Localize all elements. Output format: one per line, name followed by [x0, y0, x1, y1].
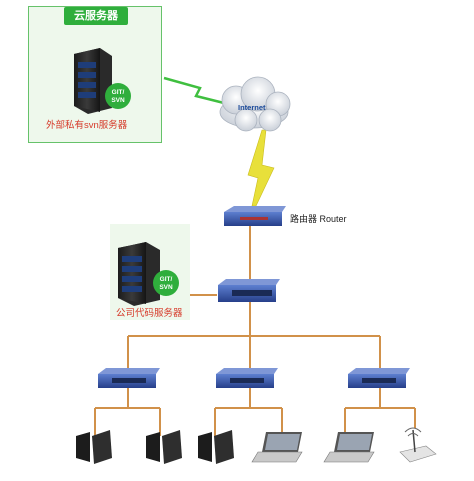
internet-cloud-icon: [219, 76, 291, 132]
wireless-ap-icon: [399, 427, 437, 463]
company-server-badge: GIT/ SVN: [153, 276, 179, 291]
cloud-server-title: 云服务器: [64, 7, 128, 25]
access-switch-left-icon: [98, 368, 160, 388]
desktop-pc-icon: [198, 430, 234, 464]
badge-line: SVN: [159, 283, 173, 291]
laptop-icon: [323, 432, 375, 463]
badge-line: SVN: [111, 96, 125, 104]
desktop-pc-icon: [146, 430, 182, 464]
badge-line: GIT/: [159, 276, 173, 283]
wan-link: [247, 129, 275, 207]
cloud-server-badge: GIT/ SVN: [105, 89, 131, 104]
laptop-icon: [251, 432, 303, 463]
router-icon: [224, 206, 286, 226]
company-server-label: 公司代码服务器: [116, 308, 183, 319]
core-switch-icon: [218, 279, 280, 302]
wired-links: [94, 226, 416, 436]
cloud-server-icon: [74, 48, 131, 114]
cloud-server-label: 外部私有svn服务器: [46, 120, 128, 131]
internet-label: Internet: [238, 103, 266, 112]
company-server-icon: [118, 242, 179, 306]
cloud-link: [163, 76, 229, 106]
access-switch-middle-icon: [216, 368, 278, 388]
access-switch-right-icon: [348, 368, 410, 388]
badge-line: GIT/: [111, 89, 125, 96]
router-label: 路由器 Router: [290, 214, 347, 224]
desktop-pc-icon: [76, 430, 112, 464]
